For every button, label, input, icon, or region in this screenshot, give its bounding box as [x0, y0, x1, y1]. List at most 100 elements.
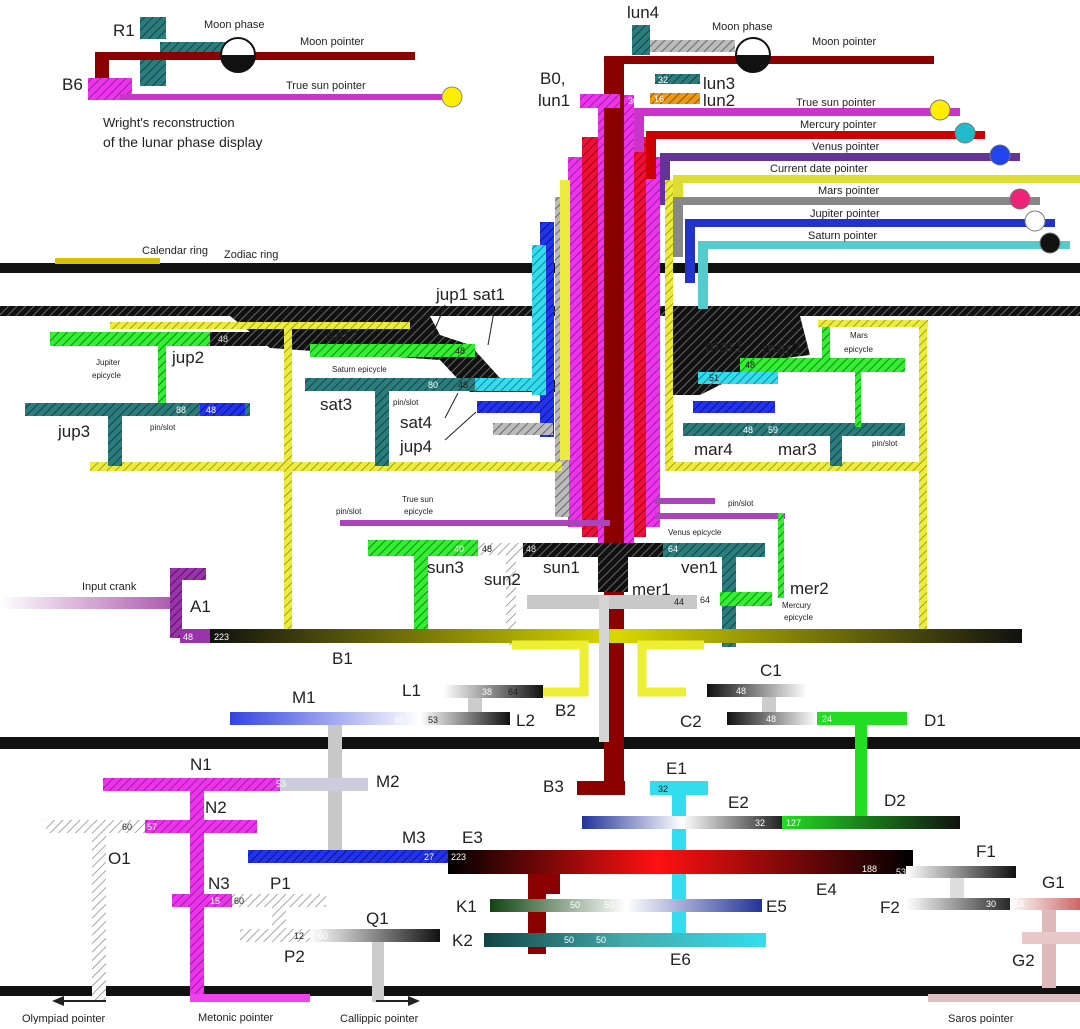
mar3-gear — [683, 423, 905, 436]
sat4-leader — [444, 392, 459, 419]
pointer-label-0: Moon pointer — [812, 36, 877, 48]
l2-gear — [420, 712, 510, 725]
mar3-arbor — [830, 436, 842, 466]
label-e2: E2 — [728, 793, 749, 812]
pointer-arbor-6 — [685, 219, 695, 283]
label-f1: F1 — [976, 842, 996, 861]
sun1-hub — [598, 557, 628, 592]
pointer-label-4: Current date pointer — [770, 163, 868, 175]
label-e5: E5 — [766, 897, 787, 916]
lun2-gear — [650, 93, 700, 104]
label-sat4: sat4 — [400, 413, 432, 432]
teeth-l1: 38 — [482, 687, 492, 697]
label-d1: D1 — [924, 711, 946, 730]
teeth-o1: 60 — [122, 822, 132, 832]
label-true-sun-pointer-left: True sun pointer — [286, 80, 366, 92]
teeth-f1: 53 — [896, 867, 906, 877]
teeth-sat2: 48 — [455, 346, 465, 356]
label-r1: R1 — [113, 21, 135, 40]
arbor-magenta-outer — [568, 157, 582, 527]
label-lun2: lun2 — [703, 91, 735, 110]
pointer-arbor-2 — [646, 131, 656, 179]
label-o1: O1 — [108, 849, 131, 868]
label-olympiad-pointer: Olympiad pointer — [22, 1013, 105, 1024]
label-e6: E6 — [670, 950, 691, 969]
teeth-lun2: 16 — [654, 94, 664, 104]
teeth-c2-right: 48 — [766, 714, 776, 724]
sat3-gear — [305, 378, 475, 391]
label-mars-epicycle-1: Mars — [850, 331, 868, 340]
teeth-e4: 188 — [862, 864, 877, 874]
label-mar2: mar2 — [762, 339, 801, 358]
pointer-arm-5 — [673, 197, 1040, 205]
teeth-m3: 27 — [424, 852, 434, 862]
pointer-label-2: Mercury pointer — [800, 119, 877, 131]
teeth-l2: 53 — [428, 715, 438, 725]
caption-line2: of the lunar phase display — [103, 134, 263, 150]
q-arbor — [372, 942, 384, 1002]
saros-pointer-arm — [928, 994, 1080, 1002]
label-b6: B6 — [62, 75, 83, 94]
label-jupiter-epicycle-1: Jupiter — [96, 358, 120, 367]
pointer-ball-icon-5 — [1009, 188, 1031, 210]
label-m3: M3 — [402, 828, 426, 847]
label-jupiter-epicycle-2: epicycle — [92, 371, 121, 380]
k2-e6-gear — [484, 933, 766, 947]
pointer-label-1: True sun pointer — [796, 97, 876, 109]
teeth-sat3: 80 — [428, 380, 438, 390]
teeth-e6: 50 — [596, 935, 606, 945]
arbor-cyan — [532, 245, 546, 395]
label-calendar-ring: Calendar ring — [142, 245, 208, 257]
b2-spoke-right — [637, 640, 704, 697]
mer1-gear — [527, 595, 697, 609]
e2-gear — [582, 816, 782, 829]
pointer-arm-2 — [646, 131, 985, 139]
pointer-ball-icon-2 — [954, 122, 976, 144]
r1-gear — [140, 17, 166, 39]
sat1-leader — [487, 305, 496, 346]
d-arbor — [855, 725, 867, 820]
l1-gear — [443, 685, 543, 698]
label-e4: E4 — [816, 880, 837, 899]
pointer-ball-icon-3 — [989, 144, 1011, 166]
teeth-c1: 48 — [736, 686, 746, 696]
label-pin-slot-ven: pin/slot — [728, 499, 754, 508]
teeth-e1: 32 — [658, 784, 668, 794]
calendar-ring-bar — [55, 258, 160, 264]
label-sun2: sun2 — [484, 570, 521, 589]
teeth-q1: 60 — [318, 931, 328, 941]
q1-gear — [310, 929, 440, 942]
teeth-p1: 60 — [234, 896, 244, 906]
label-input-crank: Input crank — [82, 581, 137, 593]
teeth-lun1: 36 — [628, 96, 638, 106]
teeth-mer2: 64 — [700, 595, 710, 605]
pointer-arm-4 — [673, 175, 1080, 183]
label-m2: M2 — [376, 772, 400, 791]
label-k1: K1 — [456, 897, 477, 916]
teeth-f2: 30 — [986, 899, 996, 909]
yellow-strut-center-r — [665, 180, 673, 462]
teeth-c2: 64 — [710, 686, 720, 696]
yellow-frame-top-right — [818, 320, 928, 327]
m1-gear — [230, 712, 420, 725]
label-mer2: mer2 — [790, 579, 829, 598]
o1-gear — [46, 820, 156, 833]
g1-gear — [1010, 898, 1080, 910]
lun4-gear — [632, 25, 650, 55]
n1-grey — [280, 778, 368, 791]
pointer-arbor-3 — [660, 153, 670, 205]
sun3-gear — [368, 540, 478, 556]
teeth-m1: 96 — [394, 715, 404, 725]
teeth-n3: 15 — [210, 896, 220, 906]
yellow-strut-left — [284, 322, 292, 467]
teeth-g1: 54 — [1014, 899, 1024, 909]
b3-gear — [577, 781, 625, 795]
b1-wheel — [210, 629, 1022, 643]
teeth-k1: 50 — [570, 900, 580, 910]
mar2-gear — [740, 358, 905, 372]
teeth-sat1: 57 — [485, 344, 495, 354]
jup3-gear — [25, 403, 250, 416]
g2-gear — [1022, 932, 1080, 944]
pointer-label-3: Venus pointer — [812, 141, 880, 153]
